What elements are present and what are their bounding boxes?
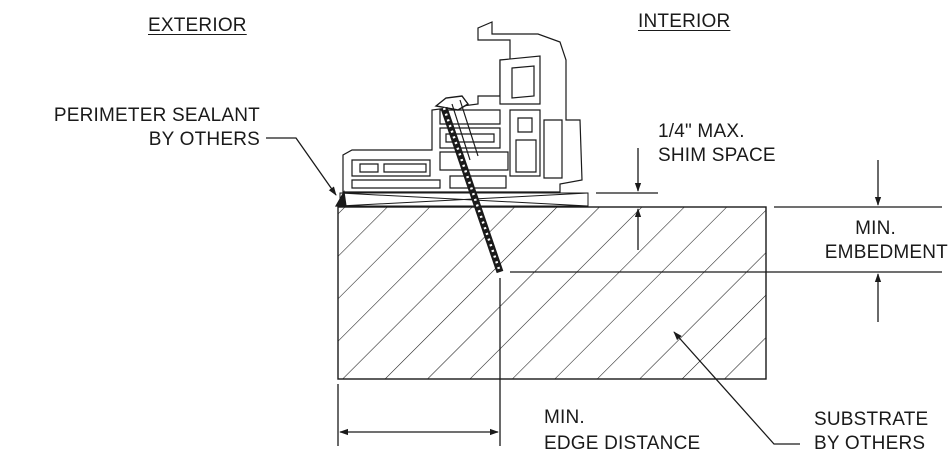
- substrate-block: [337, 206, 767, 380]
- perimeter-sealant-label-line1: PERIMETER SEALANT: [53, 105, 260, 126]
- embedment-dimension: [510, 160, 942, 322]
- shim-space-label-line1: 1/4" MAX.: [658, 121, 745, 142]
- embedment-label-line2: EMBEDMENT: [824, 242, 948, 263]
- window-frame-profile: [334, 21, 583, 207]
- edge-distance-label-line1: MIN.: [544, 407, 585, 428]
- substrate-label-line1: SUBSTRATE: [814, 409, 929, 430]
- substrate-label-line2: BY OTHERS: [814, 433, 926, 454]
- interior-label: INTERIOR: [638, 11, 731, 32]
- substrate-leader: [673, 331, 800, 445]
- embedment-label-line1: MIN.: [855, 218, 896, 239]
- perimeter-sealant-label-line2: BY OTHERS: [148, 129, 260, 150]
- shim-space-label-line2: SHIM SPACE: [658, 145, 776, 166]
- shim-dimension: [596, 148, 658, 250]
- fastener-screw: [434, 95, 504, 274]
- edge-distance-label-line2: EDGE DISTANCE: [544, 433, 701, 454]
- shim-space: [339, 192, 589, 207]
- sealant-leader: [266, 137, 337, 196]
- edge-distance-dimension: [337, 278, 501, 446]
- exterior-label: EXTERIOR: [148, 15, 247, 36]
